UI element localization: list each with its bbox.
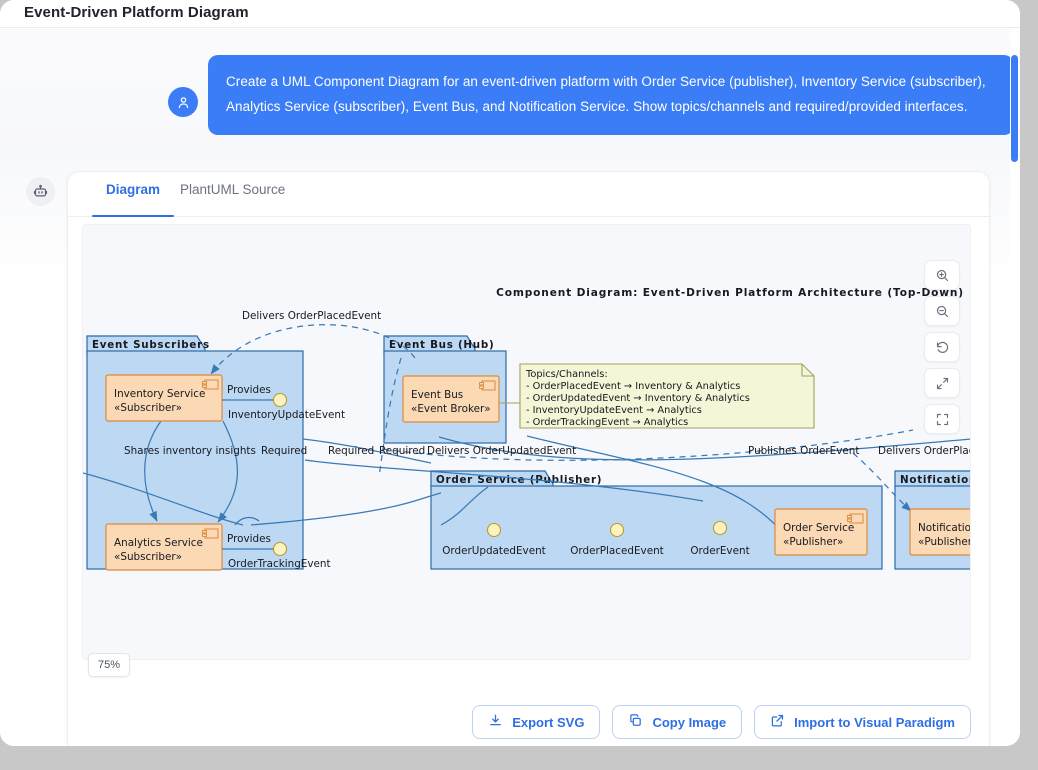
interface-order-tracking-event: Provides OrderTrackingEvent — [222, 533, 331, 570]
component-analytics-service[interactable]: Analytics Service «Subscriber» — [105, 523, 223, 571]
edge-label-delivers-order-placed: Delivers OrderPlacedEvent — [242, 310, 381, 322]
app-window: Event-Driven Platform Diagram Create a U… — [0, 0, 1020, 746]
required-label-2: Required — [328, 445, 374, 457]
zoom-in-icon[interactable] — [924, 260, 960, 290]
download-icon — [488, 713, 503, 731]
reset-icon[interactable] — [924, 332, 960, 362]
component-name-analytics: Analytics Service — [114, 537, 203, 549]
interface-inventory-update-event: Provides InventoryUpdateEvent — [222, 384, 345, 421]
provides-label-inventory: Provides — [227, 384, 271, 396]
edge-label-delivers-order-placed-2: Delivers OrderPlaced — [878, 445, 971, 457]
import-vp-label: Import to Visual Paradigm — [794, 714, 955, 730]
import-vp-button[interactable]: Import to Visual Paradigm — [754, 705, 971, 739]
required-label-3: Required — [379, 445, 425, 457]
component-notification[interactable]: Notification «Publisher» — [909, 508, 971, 556]
copy-image-label: Copy Image — [652, 714, 727, 730]
scrollbar-thumb[interactable] — [1011, 55, 1018, 162]
component-stereotype-notification: «Publisher» — [918, 536, 971, 548]
component-name-eventbus: Event Bus — [411, 389, 463, 401]
package-label-orderservice: Order Service (Publisher) — [436, 474, 602, 486]
interface-label-order-placed: OrderPlacedEvent — [570, 545, 664, 557]
zoom-level-badge: 75% — [88, 653, 130, 677]
component-inventory-service[interactable]: Inventory Service «Subscriber» — [105, 374, 223, 422]
action-bar: Export SVG Copy Image — [68, 700, 991, 744]
component-stereotype-analytics: «Subscriber» — [114, 551, 182, 563]
component-name-notification: Notification — [918, 522, 971, 534]
copy-image-button[interactable]: Copy Image — [612, 705, 743, 739]
provides-label-analytics: Provides — [227, 533, 271, 545]
diagram-result-card: Diagram PlantUML Source Component D — [67, 171, 991, 746]
package-label-notification: Notification S — [900, 474, 971, 486]
interface-label-order-updated: OrderUpdatedEvent — [442, 545, 546, 557]
component-stereotype-eventbus: «Event Broker» — [411, 403, 491, 415]
note-topics-channels: Topics/Channels: - OrderPlacedEvent → In… — [499, 363, 815, 429]
edge-labels: Delivers OrderPlacedEvent Shares invento… — [124, 310, 971, 457]
titlebar: Event-Driven Platform Diagram — [0, 0, 1020, 28]
package-label-subscribers: Event Subscribers — [92, 339, 210, 351]
fullscreen-icon[interactable] — [924, 404, 960, 434]
export-svg-label: Export SVG — [512, 714, 585, 730]
interface-label-inventory-update: InventoryUpdateEvent — [228, 409, 345, 421]
export-svg-button[interactable]: Export SVG — [472, 705, 601, 739]
interface-ball-order-updated: OrderUpdatedEvent — [442, 522, 546, 557]
tab-bar: Diagram PlantUML Source — [68, 172, 991, 217]
user-message-bubble: Create a UML Component Diagram for an ev… — [208, 55, 1014, 135]
interface-label-order-tracking: OrderTrackingEvent — [228, 558, 331, 570]
zoom-out-icon[interactable] — [924, 296, 960, 326]
interface-label-order-event: OrderEvent — [690, 545, 749, 557]
canvas-controls — [924, 260, 960, 440]
chat-area: Create a UML Component Diagram for an ev… — [0, 29, 1020, 746]
note-line-2: - OrderUpdatedEvent → Inventory & Analyt… — [526, 393, 750, 404]
interface-ball-order-event: OrderEvent — [690, 520, 750, 557]
page-title: Event-Driven Platform Diagram — [24, 4, 249, 21]
diagram-canvas[interactable]: Component Diagram: Event-Driven Platform… — [82, 224, 971, 660]
component-stereotype-inventory: «Subscriber» — [114, 402, 182, 414]
component-event-bus[interactable]: Event Bus «Event Broker» — [402, 375, 500, 423]
external-link-icon — [770, 713, 785, 731]
diagram-title: Component Diagram: Event-Driven Platform… — [496, 287, 964, 299]
component-diagram-svg: Component Diagram: Event-Driven Platform… — [83, 287, 971, 571]
component-stereotype-order: «Publisher» — [783, 536, 843, 548]
user-icon — [168, 87, 198, 117]
note-title: Topics/Channels: — [525, 369, 608, 380]
note-line-3: - InventoryUpdateEvent → Analytics — [526, 405, 702, 416]
note-line-1: - OrderPlacedEvent → Inventory & Analyti… — [526, 381, 740, 392]
note-line-4: - OrderTrackingEvent → Analytics — [526, 417, 688, 428]
edge-label-publishes-order-event: Publishes OrderEvent — [748, 445, 859, 457]
diagram-edges — [83, 324, 970, 534]
package-label-eventbus: Event Bus (Hub) — [389, 339, 494, 351]
component-name-inventory: Inventory Service — [114, 388, 205, 400]
interface-ball-order-placed: OrderPlacedEvent — [570, 522, 664, 557]
component-order-service[interactable]: Order Service «Publisher» — [774, 508, 868, 556]
robot-icon — [26, 177, 55, 206]
component-name-order: Order Service — [783, 522, 854, 534]
scrollbar-track[interactable] — [1010, 29, 1019, 746]
tab-diagram[interactable]: Diagram — [91, 182, 175, 217]
edge-label-shares-inventory: Shares inventory insights — [124, 445, 256, 457]
tab-plantuml-source[interactable]: PlantUML Source — [180, 182, 286, 197]
fit-screen-icon[interactable] — [924, 368, 960, 398]
required-label-1: Required — [261, 445, 307, 457]
copy-icon — [628, 713, 643, 731]
edge-label-delivers-order-updated: Delivers OrderUpdatedEvent — [427, 445, 576, 457]
